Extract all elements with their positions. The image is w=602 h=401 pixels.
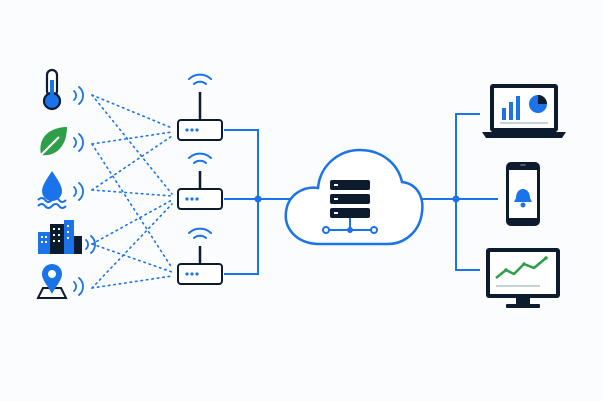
gateway-bottom [177, 227, 223, 285]
water-drop-icon [37, 171, 67, 209]
link-city-gw3 [91, 243, 173, 273]
wifi-icon [188, 152, 212, 164]
thermometer-icon [42, 68, 62, 111]
gateway-middle [177, 152, 223, 210]
gateway-junction [254, 195, 262, 203]
map-pin-icon [36, 264, 68, 299]
wifi-icon [188, 227, 212, 239]
buildings-icon [38, 220, 82, 254]
leaf-icon [40, 127, 67, 156]
cloud-server-icon [284, 148, 424, 246]
link-leaf-gw3 [91, 143, 173, 269]
signal-waves-icon [73, 86, 84, 105]
link-water-gw1 [91, 135, 173, 191]
link-pin-gw3 [91, 275, 173, 289]
output-junction [452, 195, 460, 203]
signal-waves-icon [85, 235, 96, 254]
link-city-gw2 [91, 199, 173, 245]
wifi-icon [188, 73, 212, 85]
signal-waves-icon [73, 277, 84, 296]
link-thermo-gw1 [91, 94, 173, 129]
output-bus [455, 113, 480, 271]
signal-waves-icon [73, 182, 84, 201]
phone-bell-icon [506, 162, 540, 226]
link-leaf-gw1 [91, 131, 173, 145]
signal-waves-icon [73, 133, 84, 152]
sensor-gateway-links [91, 94, 173, 289]
server-stack-icon [322, 180, 378, 234]
link-water-gw2 [91, 189, 173, 197]
link-thermo-gw2 [91, 94, 173, 195]
monitor-line-chart-icon [486, 248, 560, 308]
gateway-top [177, 73, 223, 141]
link-pin-gw2 [91, 203, 173, 289]
cloud-output-links [420, 113, 498, 271]
laptop-chart-icon [482, 84, 566, 138]
gateway-bus [224, 129, 259, 275]
